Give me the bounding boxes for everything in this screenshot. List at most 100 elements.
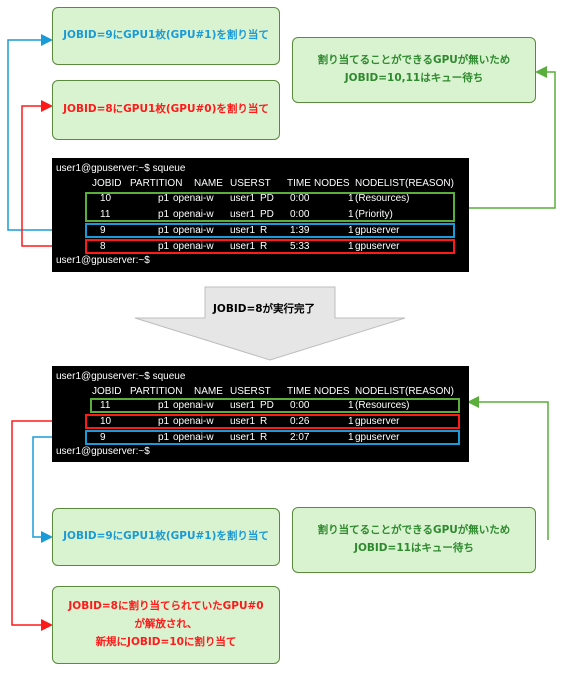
header-user: USER [230,386,258,397]
cell-st: PD [260,400,274,411]
cell-st: R [260,241,268,252]
cell-partition: p1 [158,209,170,220]
cell-nodes: 1 [348,225,354,236]
header-partition: PARTITION [130,386,183,397]
top-green-connector [455,66,556,209]
cell-time: 5:33 [290,241,310,252]
cell-nodes: 1 [348,432,354,443]
top-blue-connector [7,34,85,231]
bottom-red-connector [11,420,85,631]
header-st: ST [258,178,271,189]
cell-name: openai-w [173,209,214,220]
header-jobid: JOBID [92,386,122,397]
cell-user: user1 [230,400,256,411]
cell-time: 0:00 [290,400,310,411]
cell-nodelist: (Priority) [355,209,393,220]
cell-nodes: 1 [348,209,354,220]
cell-nodes: 1 [348,400,354,411]
bottom-gpu0-box: JOBID=8に割り当てられていたGPU#0 が解放され、 新規にJOBID=1… [52,586,280,664]
cell-name: openai-w [173,193,214,204]
cell-user: user1 [230,209,256,220]
cell-user: user1 [230,241,256,252]
bottom-wait-box: 割り当てることができるGPUが無いため JOBID=11はキュー待ち [292,507,536,573]
cell-nodelist: gpuserver [355,241,400,252]
cell-st: R [260,416,268,427]
bottom-terminal-header: JOBID PARTITION NAME USER ST TIME NODES … [52,385,469,399]
header-partition: PARTITION [130,178,183,189]
top-red-highlight [85,239,455,254]
cell-nodelist: gpuserver [355,416,400,427]
cell-jobid: 9 [100,432,106,443]
header-st: ST [258,386,271,397]
cell-st: R [260,225,268,236]
cell-user: user1 [230,432,256,443]
top-blue-highlight [85,223,455,238]
cell-partition: p1 [158,416,170,427]
cell-st: PD [260,193,274,204]
bottom-terminal-prompt: user1@gpuserver:~$ squeue [56,371,186,382]
cell-partition: p1 [158,241,170,252]
bottom-wait-text-1: 割り当てることができるGPUが無いため [317,524,511,537]
cell-time: 0:00 [290,193,310,204]
top-gpu0-text: JOBID=8にGPU1枚(GPU#0)を割り当て [63,103,269,116]
cell-partition: p1 [158,400,170,411]
cell-user: user1 [230,193,256,204]
cell-jobid: 11 [100,209,111,220]
header-nodelist: NODELIST(REASON) [355,178,454,189]
cell-name: openai-w [173,416,214,427]
top-wait-text-2: JOBID=10,11はキュー待ち [344,72,484,84]
top-gpu0-box: JOBID=8にGPU1枚(GPU#0)を割り当て [52,80,280,140]
cell-nodelist: gpuserver [355,432,400,443]
cell-nodes: 1 [348,416,354,427]
top-terminal-prompt: user1@gpuserver:~$ squeue [56,163,186,174]
bottom-gpu0-text-1: JOBID=8に割り当てられていたGPU#0 [68,600,264,613]
top-terminal-end-prompt: user1@gpuserver:~$ [56,255,150,266]
header-time: TIME [287,178,311,189]
cell-nodelist: gpuserver [355,225,400,236]
cell-partition: p1 [158,225,170,236]
bottom-gpu0-text-3: 新規にJOBID=10に割り当て [95,635,237,648]
transition-arrow-shape [134,286,406,361]
top-wait-text-1: 割り当てることができるGPUが無いため [317,54,511,67]
top-terminal-header: JOBID PARTITION NAME USER ST TIME NODES … [52,177,469,191]
cell-jobid: 9 [100,225,106,236]
cell-nodes: 1 [348,193,354,204]
cell-st: R [260,432,268,443]
cell-time: 1:39 [290,225,310,236]
cell-time: 0:26 [290,416,310,427]
cell-name: openai-w [173,241,214,252]
bottom-gpu0-text-2: が解放され、 [134,618,198,631]
header-nodes: NODES [314,386,350,397]
bottom-wait-text-2: JOBID=11はキュー待ち [354,542,474,554]
top-wait-box: 割り当てることができるGPUが無いため JOBID=10,11はキュー待ち [292,37,536,103]
cell-nodelist: (Resources) [355,400,410,411]
bottom-terminal-end-prompt: user1@gpuserver:~$ [56,446,150,457]
header-nodelist: NODELIST(REASON) [355,386,454,397]
bottom-blue-highlight [85,430,460,445]
header-time: TIME [287,386,311,397]
header-jobid: JOBID [92,178,122,189]
cell-jobid: 10 [100,193,112,204]
bottom-gpu1-text: JOBID=9にGPU1枚(GPU#1)を割り当て [63,530,269,543]
cell-name: openai-w [173,400,214,411]
cell-time: 0:00 [290,209,310,220]
bottom-red-highlight [85,414,460,429]
cell-time: 2:07 [290,432,310,443]
header-user: USER [230,178,258,189]
cell-nodes: 1 [348,241,354,252]
bottom-green-highlight [90,398,460,413]
cell-name: openai-w [173,432,214,443]
transition-label: JOBID=8が実行完了 [213,303,316,315]
cell-jobid: 8 [100,241,106,252]
cell-st: PD [260,209,274,220]
cell-name: openai-w [173,225,214,236]
top-gpu1-box: JOBID=9にGPU1枚(GPU#1)を割り当て [52,7,280,65]
cell-partition: p1 [158,193,170,204]
